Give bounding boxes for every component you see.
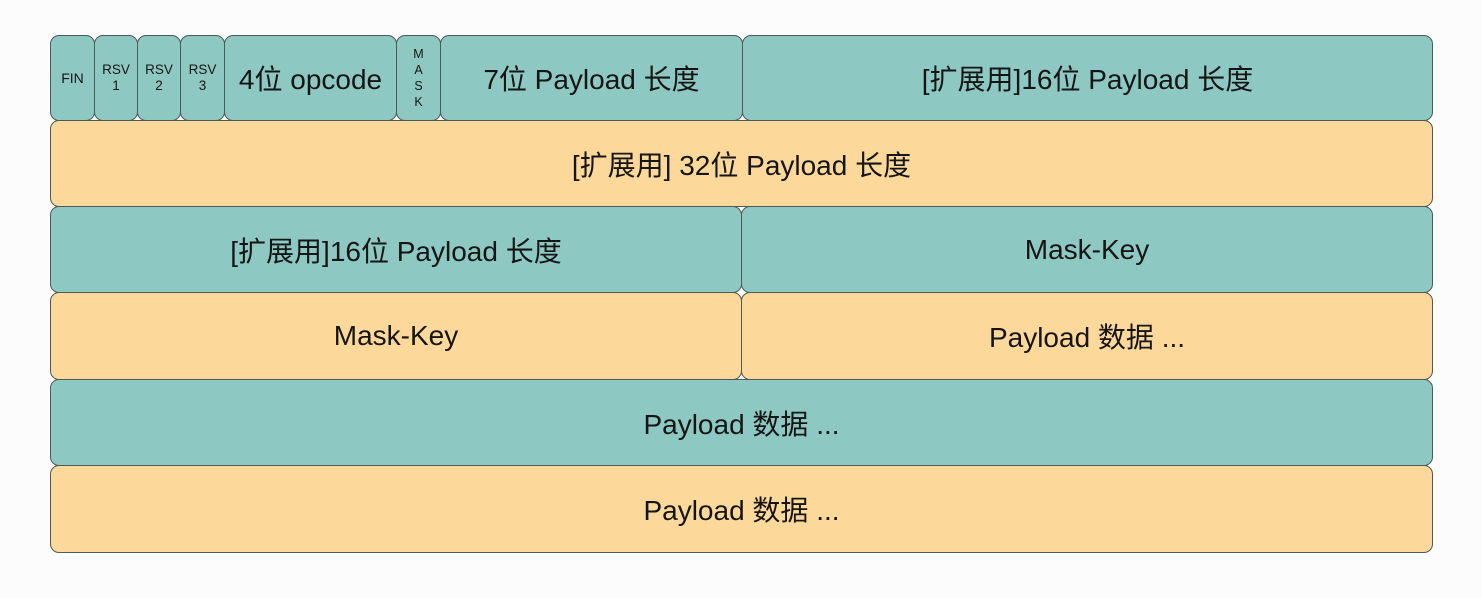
ext-payload-len-32-field: [扩展用] 32位 Payload 长度 xyxy=(50,120,1433,207)
fin-field: FIN xyxy=(50,35,95,121)
mask-letter-k: K xyxy=(414,95,423,109)
payload-data-row5-label: Payload 数据 ... xyxy=(643,408,840,440)
mask-key-row4-field: Mask-Key xyxy=(50,292,742,380)
mask-letter-a: A xyxy=(414,63,423,77)
rsv1-field: RSV 1 xyxy=(94,35,138,121)
ext-payload-len-16-label: [扩展用]16位 Payload 长度 xyxy=(921,64,1254,95)
fin-label: FIN xyxy=(61,70,84,86)
rsv2-label-top: RSV xyxy=(145,62,173,77)
rsv3-label-bottom: 3 xyxy=(198,78,207,93)
ext-payload-len-16-field: [扩展用]16位 Payload 长度 xyxy=(742,35,1433,121)
ext-payload-len-16-row3-field: [扩展用]16位 Payload 长度 xyxy=(50,206,742,293)
rsv1-label-bottom: 1 xyxy=(112,78,120,93)
payload-data-row4-field: Payload 数据 ... xyxy=(741,292,1433,380)
mask-letter-s: S xyxy=(414,79,423,93)
payload-data-row6-label: Payload 数据 ... xyxy=(643,495,840,526)
rsv1-label-top: RSV xyxy=(102,62,130,77)
rsv2-field: RSV 2 xyxy=(137,35,181,121)
opcode-label: 4位 opcode xyxy=(238,64,383,95)
payload-data-row6-field: Payload 数据 ... xyxy=(50,465,1433,553)
mask-key-row3-field: Mask-Key xyxy=(741,206,1433,293)
rsv3-field: RSV 3 xyxy=(180,35,225,121)
payload-data-row5-field: Payload 数据 ... xyxy=(50,379,1433,466)
ext-payload-len-32-label: [扩展用] 32位 Payload 长度 xyxy=(571,149,912,181)
payload-len-7-label: 7位 Payload 长度 xyxy=(483,64,700,95)
rsv2-label-bottom: 2 xyxy=(155,78,163,93)
rsv3-label-top: RSV xyxy=(188,62,217,77)
mask-key-row3-label: Mask-Key xyxy=(1024,233,1150,265)
payload-len-7-field: 7位 Payload 长度 xyxy=(440,35,743,121)
mask-bit-field: M A S K xyxy=(396,35,441,121)
mask-key-row4-label: Mask-Key xyxy=(333,320,459,351)
ext-payload-len-16-row3-label: [扩展用]16位 Payload 长度 xyxy=(230,235,562,267)
payload-data-row4-label: Payload 数据 ... xyxy=(988,322,1186,353)
opcode-field: 4位 opcode xyxy=(224,35,397,121)
mask-letter-m: M xyxy=(413,47,424,61)
